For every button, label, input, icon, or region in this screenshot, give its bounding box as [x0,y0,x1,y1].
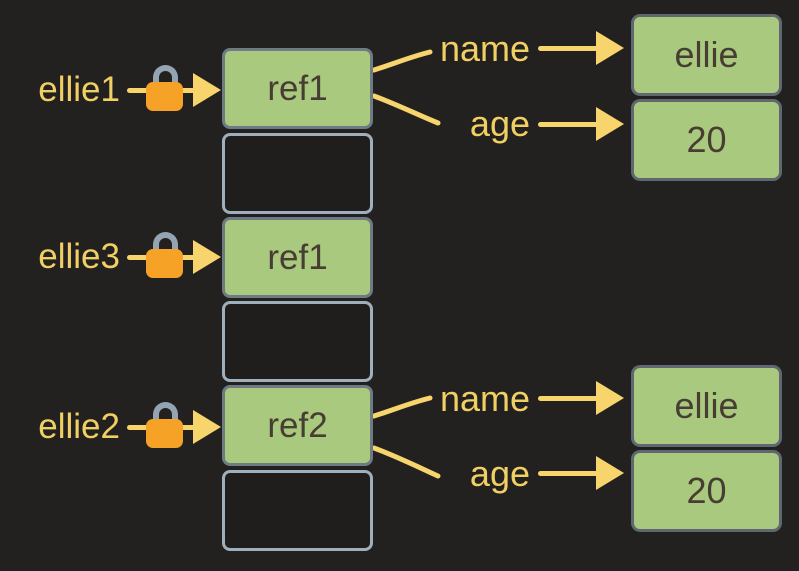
memory-cell-empty-c [222,470,373,551]
lock-shackle [153,232,178,260]
variable-label-ellie2: ellie2 [38,407,120,446]
connector-ref2-name [371,395,433,419]
lock-icon-ellie2 [146,402,184,450]
memory-cell-ref2: ref2 [222,385,373,466]
variable-label-ellie3: ellie3 [38,237,120,276]
lock-shackle [153,402,178,430]
property-arrow-head-icon-name-top [596,31,624,65]
value-box-age-bottom: 20 [631,450,782,532]
lock-body [146,249,183,278]
value-box-age-top: 20 [631,99,782,181]
connector-ref2-age [371,445,441,479]
property-arrow-head-icon-age-bottom [596,456,624,490]
property-label-age-top: age [469,103,530,144]
lock-icon-ellie1 [146,65,184,113]
variable-label-ellie1: ellie1 [38,70,120,109]
property-label-name-top: name [439,28,530,69]
lock-shackle [153,65,178,93]
memory-cell-ref1-b: ref1 [222,217,373,298]
value-box-name-bottom: ellie [631,365,782,447]
lock-icon-ellie3 [146,232,184,280]
memory-cell-ref1-a: ref1 [222,48,373,129]
property-label-name-bottom: name [439,378,530,419]
property-arrow-head-icon-name-bottom [596,381,624,415]
property-arrow-line-name-bottom [538,396,598,401]
memory-cell-empty-a [222,133,373,214]
property-arrow-line-name-top [538,46,598,51]
lock-body [146,82,183,111]
connector-ref1-age [371,93,441,126]
property-label-age-bottom: age [469,453,530,494]
lock-body [146,419,183,448]
arrow-head-icon-ellie3 [193,240,221,274]
property-arrow-line-age-bottom [538,471,598,476]
value-box-name-top: ellie [631,14,782,96]
memory-cell-empty-b [222,301,373,382]
arrow-head-icon-ellie2 [193,410,221,444]
arrow-head-icon-ellie1 [193,73,221,107]
property-arrow-line-age-top [538,122,598,127]
property-arrow-head-icon-age-top [596,107,624,141]
connector-ref1-name [371,49,433,73]
